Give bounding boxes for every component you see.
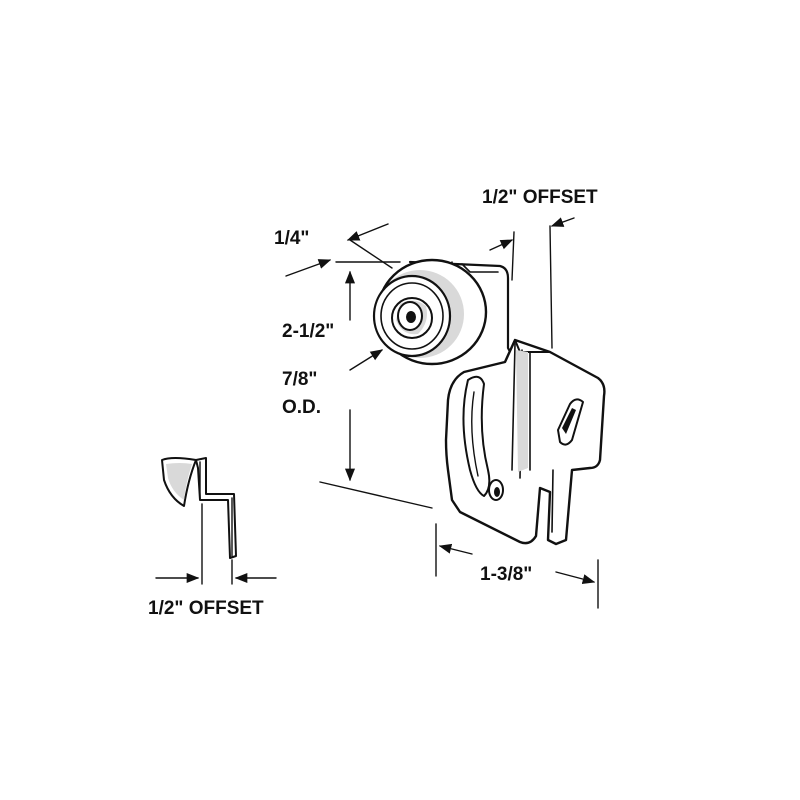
width-label: 1-3/8": [480, 564, 532, 585]
side-profile-view: [155, 457, 277, 585]
dimension-lines: [285, 217, 599, 609]
quarter-inch-label: 1/4": [274, 228, 309, 249]
wheel-od-label-line1: 7/8": [282, 369, 317, 390]
roller-wheel: [372, 258, 488, 366]
wheel-od-label-line2: O.D.: [282, 397, 321, 418]
offset-side-label: 1/2" OFFSET: [148, 598, 264, 619]
offset-top-label: 1/2" OFFSET: [482, 187, 598, 208]
roller-bracket: [408, 260, 606, 546]
height-label: 2-1/2": [282, 321, 334, 342]
